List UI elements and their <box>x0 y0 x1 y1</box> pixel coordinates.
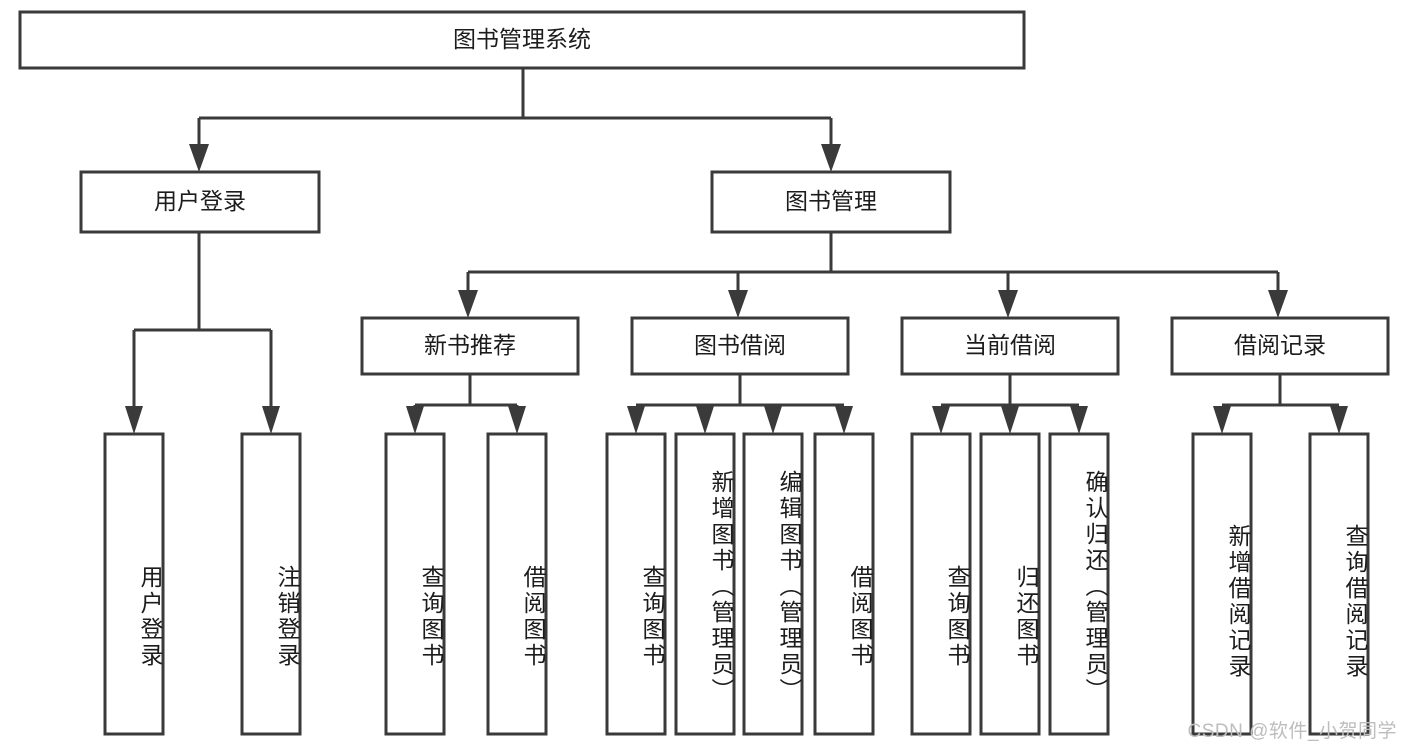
arrow-head-borrow-record <box>1268 290 1288 318</box>
label-book-management: 图书管理 <box>785 188 877 214</box>
arrow-head-nb-leaf-1 <box>406 406 424 434</box>
leaf-box-record-add[interactable] <box>1191 432 1253 736</box>
leaf-box-new-book-borrow[interactable] <box>486 432 548 736</box>
arrow-head-bb-leaf-4 <box>835 406 853 434</box>
label-new-book-recommendation: 新书推荐 <box>424 332 516 358</box>
label-borrowing-records: 借阅记录 <box>1234 332 1326 358</box>
leaf-box-current-borrow-confirm[interactable] <box>1048 432 1110 736</box>
arrow-head-current-borrow <box>998 290 1018 318</box>
node-borrowing-records[interactable] <box>1170 316 1390 376</box>
arrow-head-book-borrow <box>728 290 748 318</box>
leaf-box-user-login-login[interactable] <box>103 432 165 736</box>
arrow-head-leaf-user-login <box>125 406 143 434</box>
arrow-head-cb-leaf-2 <box>1001 406 1019 434</box>
leaf-box-current-borrow-return[interactable] <box>979 432 1041 736</box>
arrow-head-new-book <box>458 290 478 318</box>
arrow-head-cb-leaf-3 <box>1070 406 1088 434</box>
node-book-management[interactable] <box>710 170 952 234</box>
label-current-borrowing: 当前借阅 <box>964 332 1056 358</box>
leaf-box-user-login-logout[interactable] <box>240 432 302 736</box>
label-book-borrowing: 图书借阅 <box>694 332 786 358</box>
arrow-head-leaf-logout <box>262 406 280 434</box>
leaf-box-book-borrow-add[interactable] <box>674 432 736 736</box>
leaf-box-current-borrow-query[interactable] <box>910 432 972 736</box>
watermark-text: CSDN @软件_小贺同学 <box>1187 721 1397 742</box>
arrow-head-bb-leaf-2 <box>696 406 714 434</box>
node-root-book-management-system[interactable] <box>18 10 1026 70</box>
node-user-login[interactable] <box>79 170 321 234</box>
horizontal-label-layer: 图书管理系统 用户登录 图书管理 新书推荐 图书借阅 当前借阅 借阅记录 <box>154 26 1326 358</box>
label-user-login: 用户登录 <box>154 188 246 214</box>
leaf-box-new-book-query[interactable] <box>384 432 446 736</box>
connector-layer <box>125 68 1348 434</box>
leaf-box-book-borrow-edit[interactable] <box>742 432 804 736</box>
leaf-box-record-query[interactable] <box>1308 432 1370 736</box>
arrow-head-cb-leaf-1 <box>932 406 950 434</box>
node-layer <box>18 10 1390 736</box>
leaf-box-book-borrow-query[interactable] <box>605 432 667 736</box>
arrow-head-book-mgmt <box>821 144 841 172</box>
leaf-box-book-borrow-borrow[interactable] <box>813 432 875 736</box>
arrow-head-bb-leaf-1 <box>627 406 645 434</box>
arrow-head-bb-leaf-3 <box>764 406 782 434</box>
label-root: 图书管理系统 <box>453 26 591 52</box>
node-book-borrowing[interactable] <box>630 316 850 376</box>
arrow-head-br-leaf-1 <box>1213 406 1231 434</box>
node-new-book-recommendation[interactable] <box>360 316 580 376</box>
arrow-head-nb-leaf-2 <box>508 406 526 434</box>
arrow-head-br-leaf-2 <box>1330 406 1348 434</box>
arrow-head-user-login <box>189 144 209 172</box>
node-current-borrowing[interactable] <box>900 316 1120 376</box>
